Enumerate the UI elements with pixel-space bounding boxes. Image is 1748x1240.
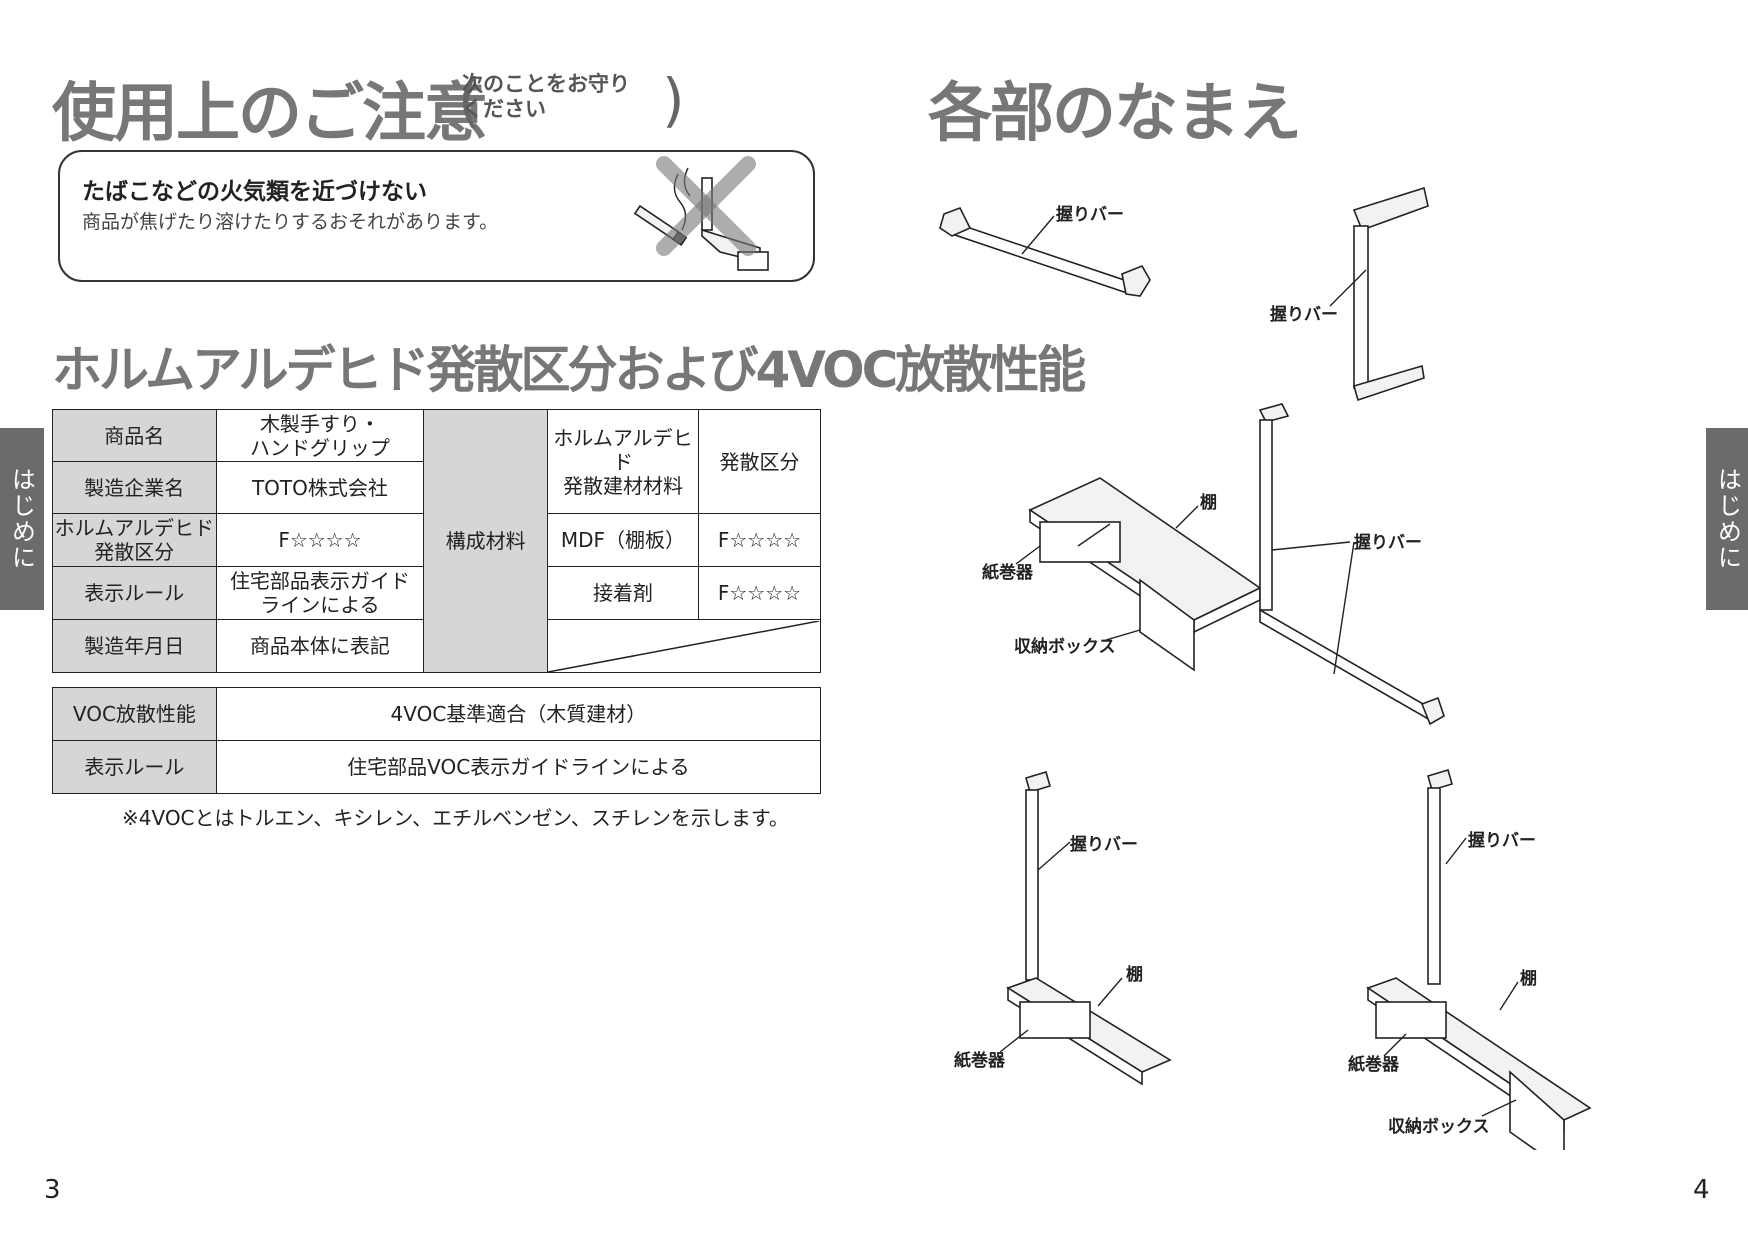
side-tab-right: はじめに (1706, 428, 1748, 610)
voc-table: VOC放散性能 4VOC基準適合（木質建材） 表示ルール 住宅部品VOC表示ガイ… (52, 687, 822, 794)
label-paper-holder-3: 紙巻器 (1348, 1054, 1400, 1075)
label-shelf-3: 棚 (1520, 968, 1537, 989)
page-number-right: 4 (1693, 1175, 1710, 1205)
page-number-left: 3 (44, 1175, 61, 1205)
section-title-formaldehyde: ホルムアルデヒド発散区分および4VOC放散性能 (52, 341, 1086, 399)
parts-diagram: 握りバー 握りバー 棚 紙巻器 収納ボックス 握りバー 握りバー (939, 186, 1592, 1150)
cell-class-header: 発散区分 (697, 409, 822, 514)
cell-display-rule-value: 住宅部品表示ガイド ラインによる (215, 566, 425, 620)
display-rule-line1: 住宅部品表示ガイド (229, 569, 410, 593)
product-name-line1: 木製手すり・ (259, 411, 380, 436)
footnote: ※4VOCとはトルエン、キシレン、エチルベンゼン、スチレンを示します。 (122, 806, 789, 830)
grip-bar-with-shelf (1006, 771, 1172, 1086)
cell-material-header: ホルムアルデヒド 発散建材材料 (546, 409, 699, 514)
display-rule-line2: ラインによる (260, 593, 380, 617)
cell-date-value: 商品本体に表記 (215, 619, 425, 673)
formaldehyde-table: 商品名 木製手すり・ ハンドグリップ 構成材料 ホルムアルデヒド 発散建材材料 … (52, 409, 822, 673)
page-title-caution: 使用上のご注意 (52, 77, 488, 151)
horizontal-grip-bar (939, 206, 1151, 297)
material-header-line1: ホルムアルデヒド (553, 425, 693, 474)
caution-subtitle-line2: ください (462, 97, 546, 121)
label-shelf-2: 棚 (1126, 964, 1143, 985)
label-grip-bar-2: 握りバー (1270, 304, 1338, 325)
cell-material-2: 接着剤 (546, 566, 699, 620)
l-shaped-grip-bar (1258, 403, 1445, 726)
side-tab-left: はじめに (0, 428, 44, 610)
cell-voc-rule-label: 表示ルール (52, 740, 217, 794)
paren-open: ( (458, 66, 481, 134)
formal-class-label-line1: ホルムアルデヒド (54, 516, 214, 540)
diagonal-line (547, 620, 819, 672)
label-grip-bar-3: 握りバー (1354, 532, 1422, 553)
cell-formal-class-label: ホルムアルデヒド 発散区分 (52, 513, 217, 567)
cell-voc-rule-value: 住宅部品VOC表示ガイドラインによる (215, 740, 822, 794)
caution-subtitle: 次のことをお守り ください (462, 72, 630, 122)
cell-voc-label: VOC放散性能 (52, 687, 217, 741)
label-grip-bar-1: 握りバー (1056, 204, 1124, 225)
caution-box: たばこなどの火気類を近づけない 商品が焦げたり溶けたりするおそれがあります。 (58, 150, 815, 282)
caution-heading: たばこなどの火気類を近づけない (82, 179, 427, 205)
cell-material-2-class: F☆☆☆☆ (697, 566, 822, 620)
cell-material-1-class: F☆☆☆☆ (697, 513, 822, 567)
label-grip-bar-4: 握りバー (1070, 834, 1138, 855)
page-title-parts: 各部のなまえ (928, 77, 1302, 151)
formal-class-label-line2: 発散区分 (94, 540, 175, 564)
cell-composition-label: 構成材料 (423, 409, 548, 673)
caution-body: 商品が焦げたり溶けたりするおそれがあります。 (82, 211, 499, 233)
label-storage-box-2: 収納ボックス (1388, 1116, 1490, 1137)
cell-empty-diagonal (546, 619, 822, 673)
label-paper-holder-1: 紙巻器 (982, 562, 1034, 583)
caution-subtitle-line1: 次のことをお守り (462, 72, 630, 96)
label-shelf-1: 棚 (1200, 492, 1217, 513)
cell-display-rule-label: 表示ルール (52, 566, 217, 620)
cell-material-1: MDF（棚板） (546, 513, 699, 567)
cell-product-name-value: 木製手すり・ ハンドグリップ (215, 409, 425, 462)
cell-date-label: 製造年月日 (52, 619, 217, 673)
no-cigarette-illustration (633, 156, 769, 271)
label-grip-bar-5: 握りバー (1468, 830, 1536, 851)
cell-product-name-label: 商品名 (52, 409, 217, 462)
paren-close: ) (662, 66, 685, 134)
label-storage-box-1: 収納ボックス (1014, 636, 1116, 657)
label-paper-holder-2: 紙巻器 (954, 1050, 1006, 1071)
hand-grip (1329, 186, 1429, 402)
product-name-line2: ハンドグリップ (249, 435, 390, 460)
cell-maker-label: 製造企業名 (52, 461, 217, 514)
grip-bar-with-shelf-and-box (1366, 769, 1592, 1150)
material-header-line2: 発散建材材料 (562, 473, 683, 498)
cell-maker-value: TOTO株式会社 (215, 461, 425, 514)
cell-voc-value: 4VOC基準適合（木質建材） (215, 687, 822, 741)
cell-formal-class-value: F☆☆☆☆ (215, 513, 425, 567)
